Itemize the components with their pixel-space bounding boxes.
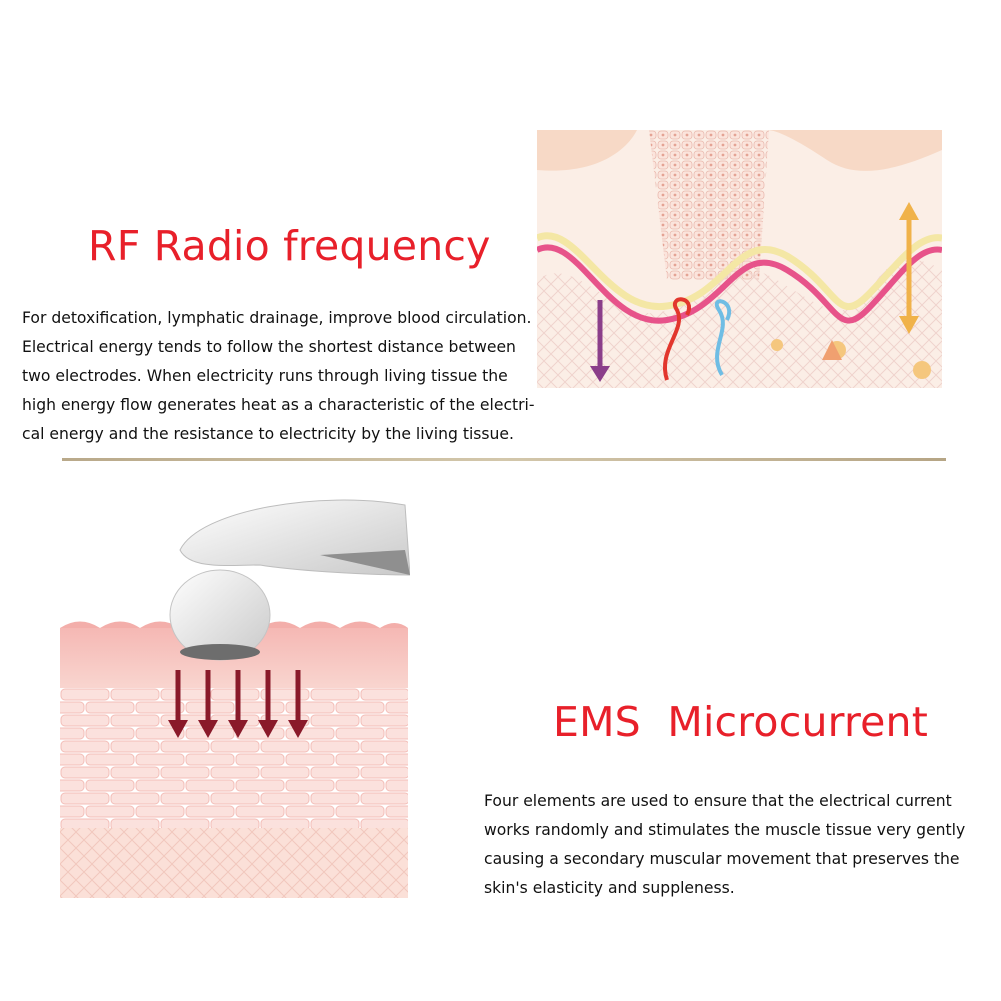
ems-line-3: causing a secondary muscular movement th… — [484, 850, 960, 868]
rf-description: For detoxification, lymphatic drainage, … — [22, 304, 535, 449]
ems-description: Four elements are used to ensure that th… — [484, 787, 965, 903]
section-divider — [62, 458, 946, 461]
ems-line-1: Four elements are used to ensure that th… — [484, 792, 952, 810]
rf-title: RF Radio frequency — [88, 222, 491, 270]
skin-layers-cross-section-icon — [537, 130, 942, 388]
device-on-skin-icon — [60, 499, 410, 898]
ems-line-2: works randomly and stimulates the muscle… — [484, 821, 966, 839]
rf-line-1: For detoxification, lymphatic drainage, … — [22, 309, 532, 327]
rf-line-4: high energy flow generates heat as a cha… — [22, 396, 535, 414]
rf-line-3: two electrodes. When electricity runs th… — [22, 367, 508, 385]
rf-line-5: cal energy and the resistance to electri… — [22, 425, 514, 443]
rf-line-2: Electrical energy tends to follow the sh… — [22, 338, 516, 356]
ems-title: EMS Microcurrent — [553, 698, 929, 746]
ems-line-4: skin's elasticity and suppleness. — [484, 879, 735, 897]
